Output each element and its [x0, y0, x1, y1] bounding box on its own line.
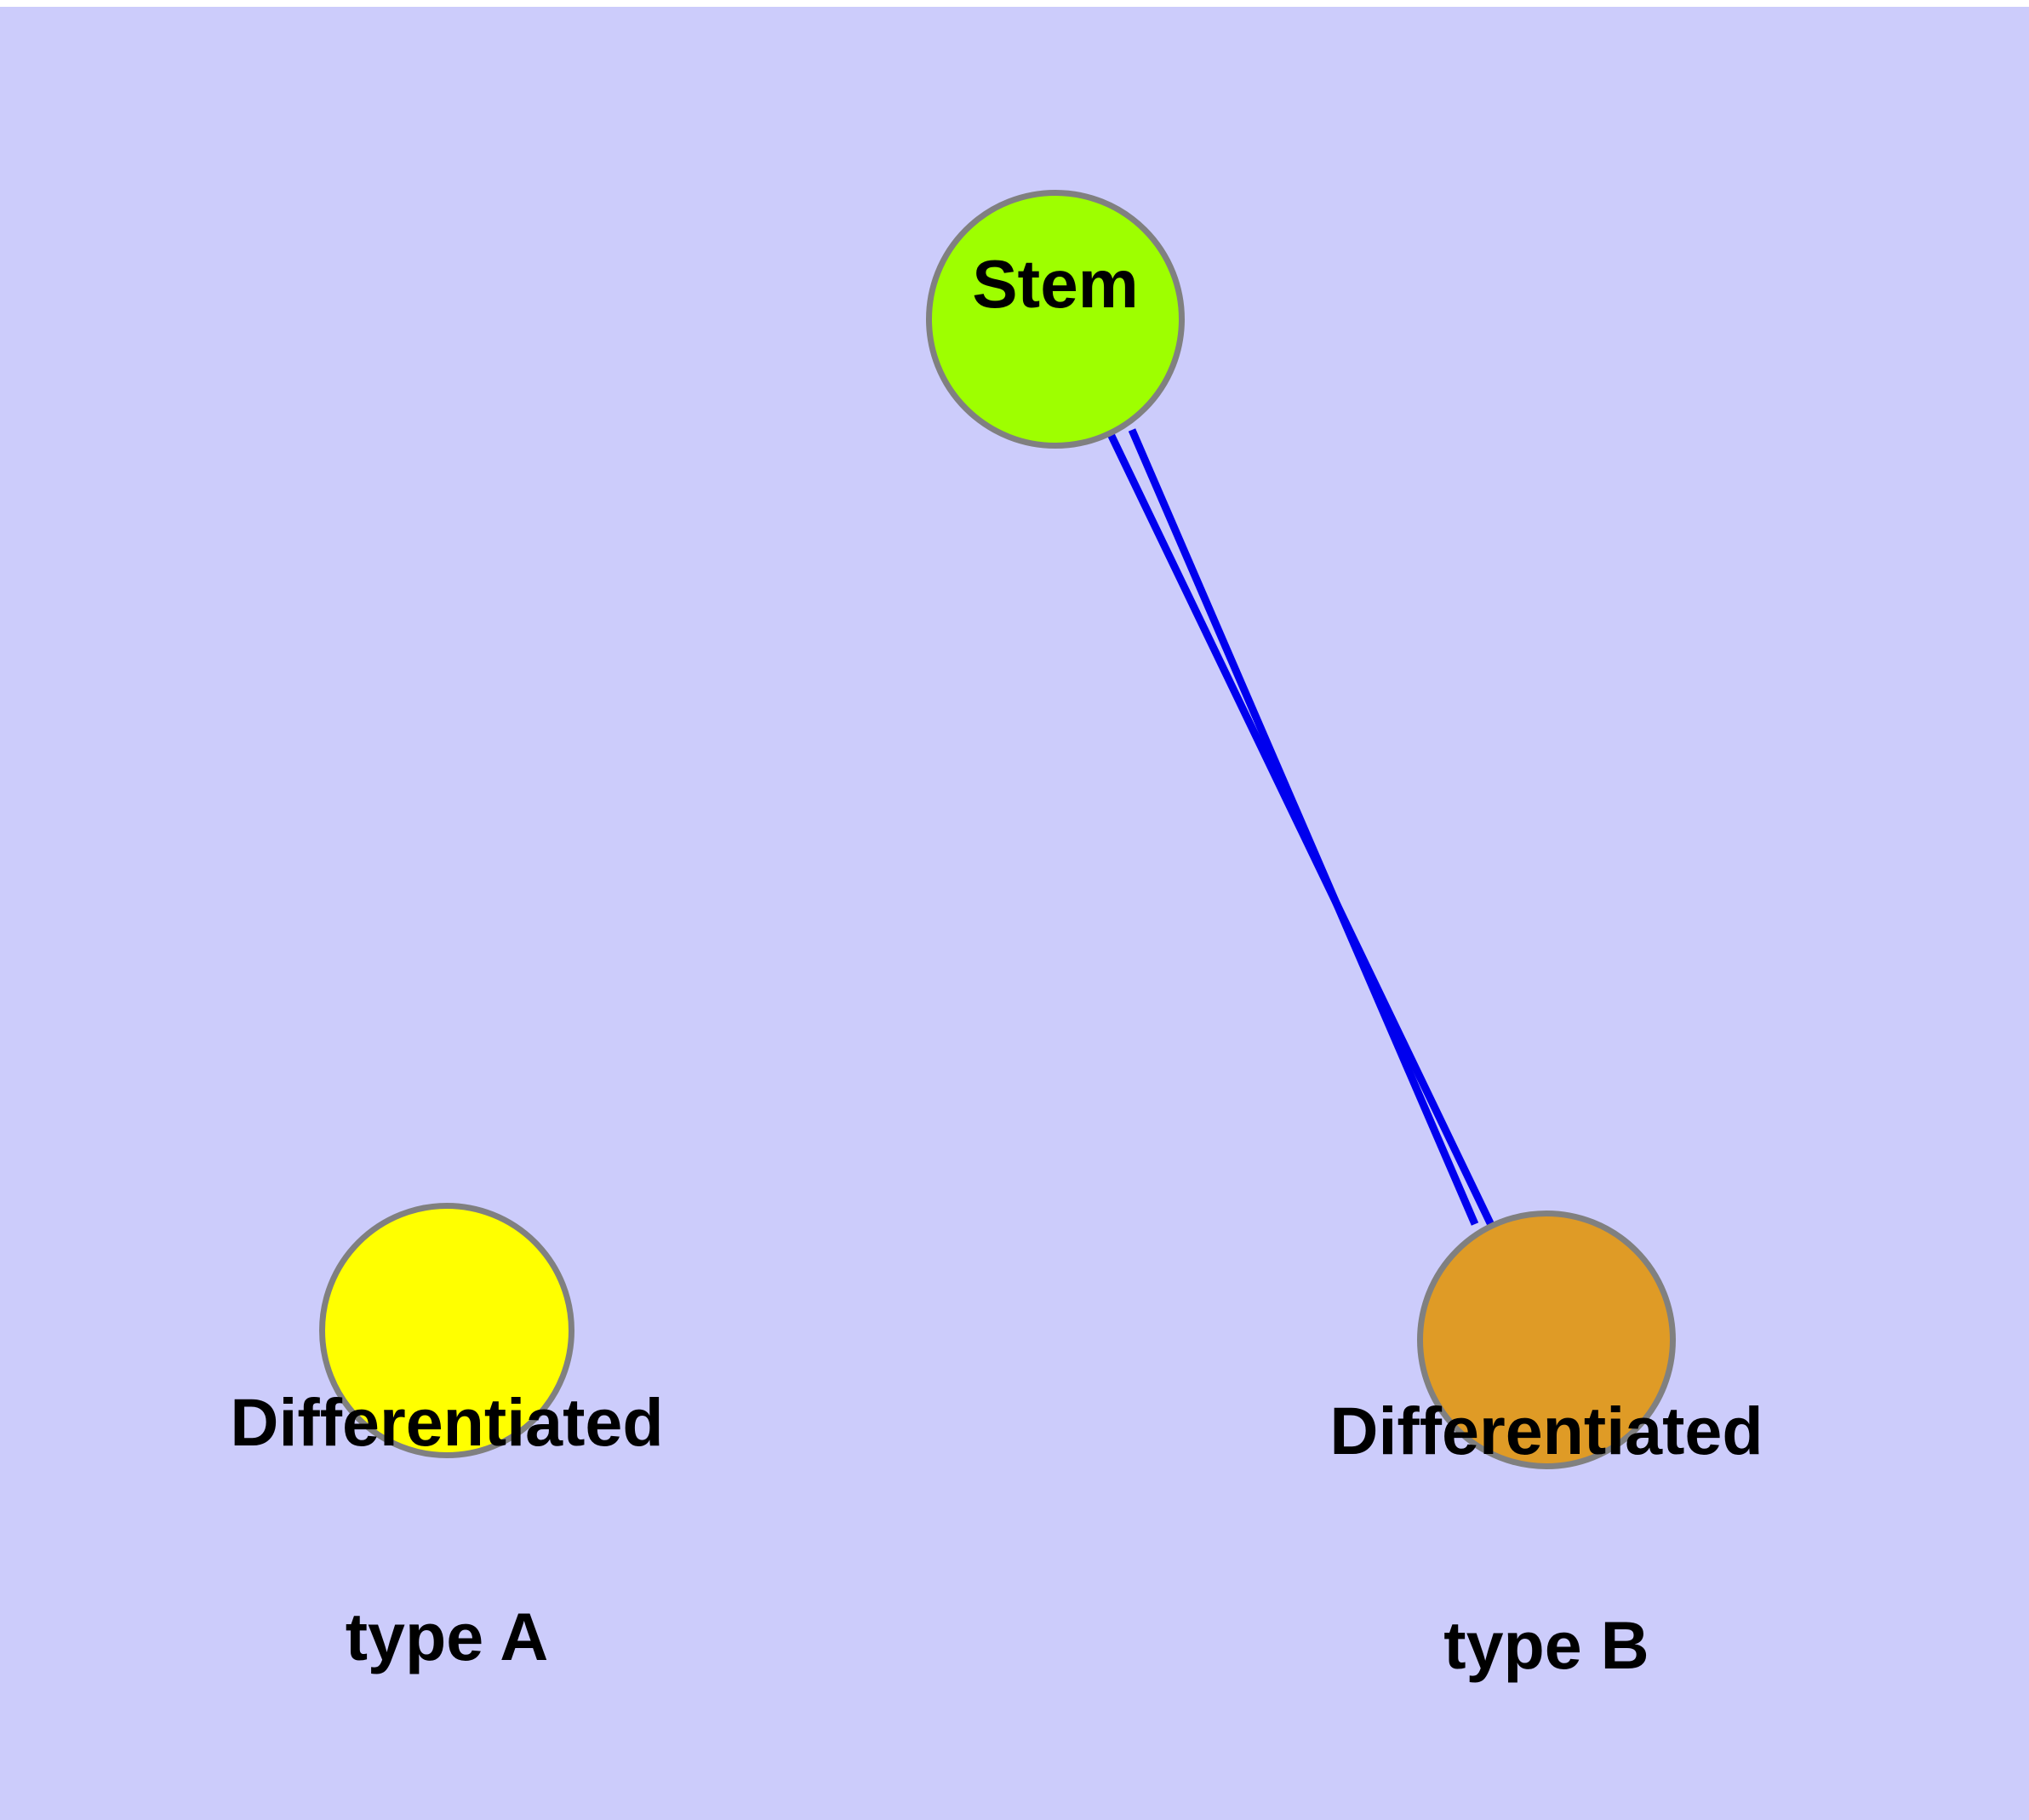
node-layer: [319, 190, 1676, 1469]
node-differentiated-type-a[interactable]: [319, 1203, 574, 1458]
node-stem[interactable]: [926, 190, 1185, 449]
node-differentiated-type-b[interactable]: [1417, 1210, 1676, 1469]
edge-stem-to-type-a: [1086, 389, 1495, 1228]
edge-stem-to-type-b: [1128, 428, 1479, 1226]
edge-layer: [1086, 389, 1495, 1228]
